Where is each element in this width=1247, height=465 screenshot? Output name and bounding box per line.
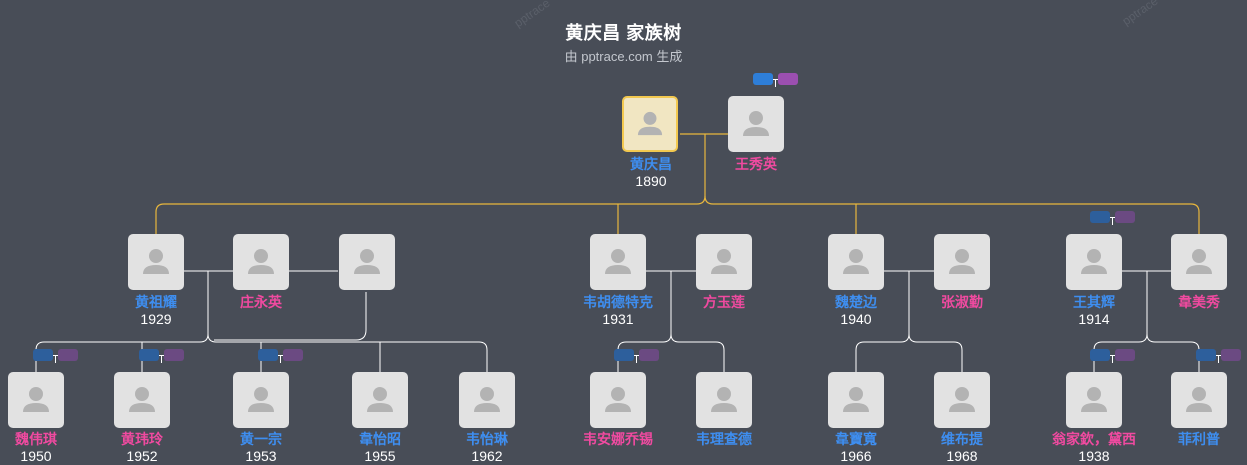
person-card[interactable] [233, 234, 289, 290]
parents-toggle[interactable] [1090, 211, 1135, 225]
person-card[interactable] [590, 372, 646, 428]
person-card[interactable] [696, 372, 752, 428]
parents-toggle[interactable] [1090, 349, 1135, 363]
person-name: 王秀英 [735, 156, 777, 172]
avatar-icon [843, 249, 869, 274]
avatar-icon [354, 249, 380, 274]
person-card[interactable] [934, 372, 990, 428]
person-name: 韦理查德 [696, 431, 752, 447]
person-card[interactable] [828, 372, 884, 428]
person-card[interactable] [590, 234, 646, 290]
tree-subtitle: 由 pptrace.com 生成 [564, 49, 683, 64]
person-year: 1914 [1078, 311, 1110, 327]
avatar-icon [1186, 387, 1212, 412]
person-name: 方玉莲 [703, 294, 745, 310]
avatar-icon [711, 249, 737, 274]
person-name: 韦胡德特克 [583, 294, 653, 310]
person-year: 1968 [946, 448, 978, 464]
person-year: 1950 [20, 448, 52, 464]
person-card[interactable] [352, 372, 408, 428]
person-name: 魏楚边 [835, 294, 877, 310]
person-card[interactable] [1171, 372, 1227, 428]
person-year: 1940 [840, 311, 872, 327]
person-card[interactable] [233, 372, 289, 428]
avatar-icon [743, 111, 769, 136]
person-card[interactable] [1066, 372, 1122, 428]
avatar-icon [605, 387, 631, 412]
person-year: 1955 [364, 448, 396, 464]
person-card[interactable] [934, 234, 990, 290]
person-card[interactable] [339, 234, 395, 290]
person-year: 1962 [471, 448, 503, 464]
avatar-icon [23, 387, 49, 412]
avatar-icon [1081, 387, 1107, 412]
avatar-icon [248, 387, 274, 412]
person-name: 菲利普 [1178, 431, 1220, 447]
person-year: 1966 [840, 448, 872, 464]
parents-toggle[interactable] [753, 73, 798, 87]
person-name: 黄祖耀 [135, 294, 177, 310]
avatar-icon [474, 387, 500, 412]
avatar-icon [1081, 249, 1107, 274]
avatar-icon [248, 249, 274, 274]
person-name: 韋怡昭 [359, 431, 401, 447]
person-year: 1938 [1078, 448, 1110, 464]
avatar-icon [367, 387, 393, 412]
person-year: 1890 [635, 173, 667, 189]
person-name: 黄庆昌 [630, 156, 672, 172]
person-card[interactable] [1171, 234, 1227, 290]
person-card[interactable] [128, 234, 184, 290]
person-card[interactable] [728, 96, 784, 152]
person-card[interactable] [1066, 234, 1122, 290]
person-card[interactable] [459, 372, 515, 428]
avatar-icon [637, 111, 663, 136]
person-name: 韋寶寬 [835, 431, 877, 447]
parents-toggle[interactable] [33, 349, 78, 363]
person-card[interactable] [114, 372, 170, 428]
avatar-icon [843, 387, 869, 412]
person-name: 黄一宗 [240, 431, 282, 447]
person-name: 魏伟琪 [15, 431, 57, 447]
avatar-icon [143, 249, 169, 274]
parents-toggle[interactable] [258, 349, 303, 363]
person-name: 王其辉 [1073, 294, 1115, 310]
person-card[interactable] [8, 372, 64, 428]
avatar-icon [711, 387, 737, 412]
avatar-icon [605, 249, 631, 274]
person-name: 韦怡琳 [466, 431, 508, 447]
person-card-root[interactable] [622, 96, 678, 152]
parents-toggle[interactable] [139, 349, 184, 363]
avatar-icon [129, 387, 155, 412]
person-year: 1929 [140, 311, 172, 327]
person-year: 1953 [245, 448, 277, 464]
person-card[interactable] [696, 234, 752, 290]
person-name: 黄玮玲 [121, 431, 163, 447]
person-name: 韋美秀 [1178, 294, 1220, 310]
person-card[interactable] [828, 234, 884, 290]
avatar-icon [1186, 249, 1212, 274]
person-name: 翁家欽，黛西 [1052, 431, 1136, 447]
avatar-icon [949, 387, 975, 412]
person-name: 庄永英 [240, 294, 282, 310]
person-name: 韦安娜乔锡 [583, 431, 653, 447]
person-year: 1931 [602, 311, 634, 327]
person-name: 张淑勤 [941, 294, 983, 310]
parents-toggle[interactable] [614, 349, 659, 363]
person-name: 维布提 [941, 431, 983, 447]
parents-toggle[interactable] [1196, 349, 1241, 363]
person-year: 1952 [126, 448, 158, 464]
tree-title: 黄庆昌 家族树 [565, 23, 682, 43]
avatar-icon [949, 249, 975, 274]
